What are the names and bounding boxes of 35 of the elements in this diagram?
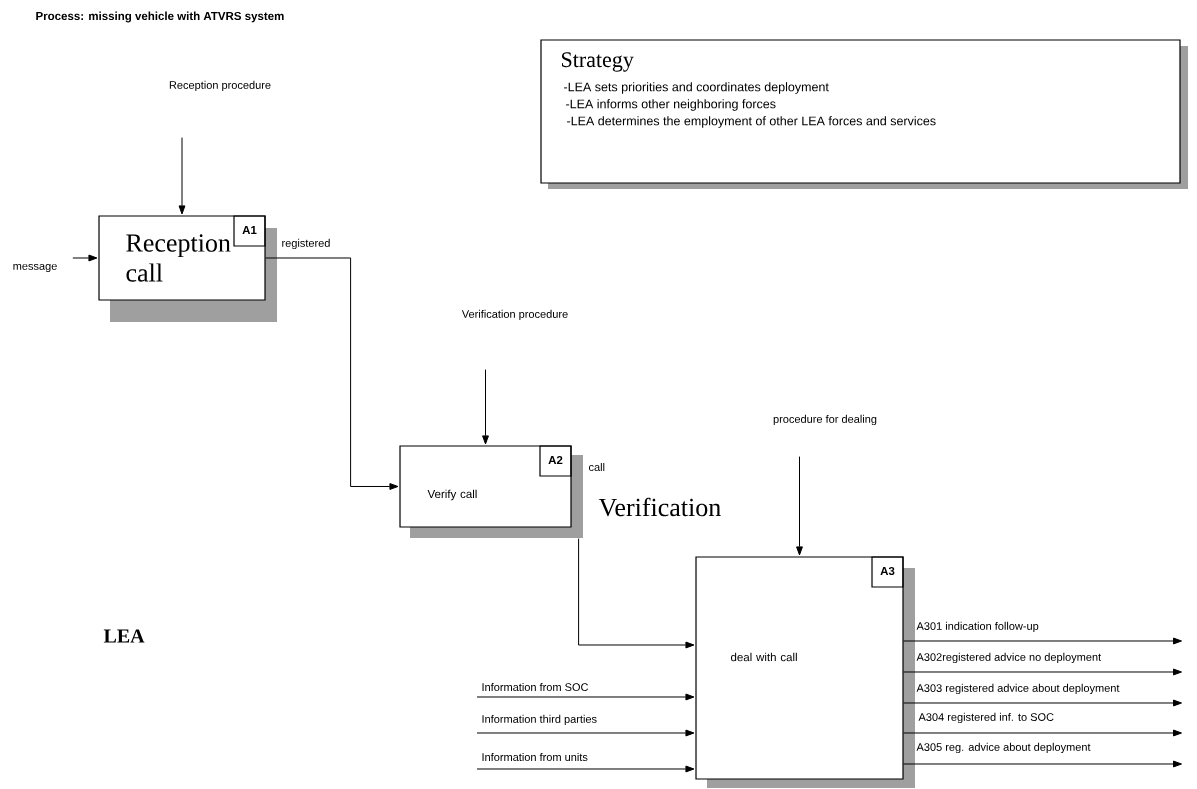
control-label: Reception procedure [169, 80, 271, 92]
edge-label: A303 registered advice about deployment [915, 682, 1121, 696]
strategy-box: Strategy -LEA sets priorities and coordinates deployment -LEA informs other neighboring forces -LEA determines the employment of other LEA forces and services [540, 39, 1188, 189]
arrow [903, 668, 1182, 676]
arrow [796, 456, 803, 556]
arrow [178, 137, 186, 215]
output-label: call [589, 462, 605, 472]
arrow [72, 254, 98, 262]
arrow [476, 729, 695, 737]
edge-label: Information from units [480, 751, 589, 763]
arrow [476, 693, 695, 701]
control-label: Verification procedure [461, 309, 568, 321]
arrow [903, 729, 1182, 737]
diagram-title: Process: missing vehicle with ATVRS system [36, 11, 284, 23]
control-label: message [13, 263, 57, 273]
arrow [476, 765, 695, 773]
control-label: procedure for dealing [773, 414, 877, 426]
activity-box: deal with call A3 [695, 556, 915, 788]
edge-label: A301 indication follow-up [915, 620, 1040, 634]
arrow [482, 369, 489, 445]
arrow [903, 760, 1182, 768]
arrow [903, 637, 1182, 645]
edge-label: Information from SOC [480, 681, 590, 693]
edge-label: A305 reg. advice about deployment [915, 741, 1092, 755]
section-label: Verification [598, 497, 721, 517]
edge-label: registered [280, 237, 332, 251]
activity-box: Reception call A1 [98, 215, 277, 322]
section-label: LEA [103, 629, 145, 643]
edge-label: Information third parties [480, 713, 599, 727]
arrow [578, 538, 695, 649]
edge-label: A304 registered inf. to SOC [917, 711, 1056, 725]
activity-box: Verify call A2 [399, 445, 583, 538]
arrow [903, 699, 1182, 707]
edge-label: A302registered advice no deployment [915, 651, 1103, 665]
arrow [265, 257, 399, 490]
